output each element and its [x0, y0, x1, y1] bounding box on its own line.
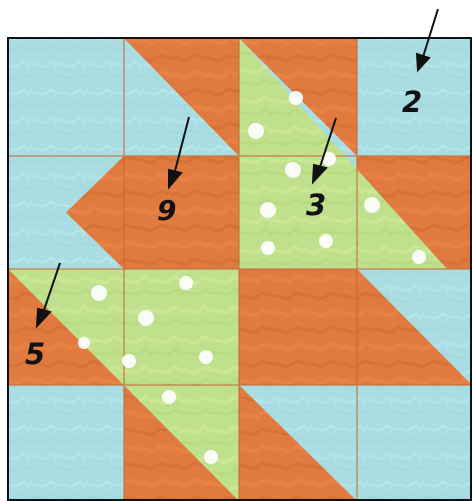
piece-label-9: 9 — [157, 194, 176, 227]
polka-dot — [412, 250, 426, 264]
polka-dot — [364, 197, 380, 213]
polka-dot — [319, 234, 333, 248]
polka-dot — [199, 350, 213, 364]
piece-label-5: 5 — [25, 337, 45, 371]
polka-dot — [248, 123, 264, 139]
polka-dot — [261, 241, 275, 255]
polka-dot — [78, 337, 90, 349]
polka-dot — [289, 91, 303, 105]
piece-label-3: 3 — [306, 188, 326, 222]
polka-dot — [138, 310, 154, 326]
polka-dot — [204, 450, 218, 464]
polka-dot — [260, 202, 276, 218]
polka-dot — [122, 354, 136, 368]
polka-dot — [179, 276, 193, 290]
piece-label-2: 2 — [402, 85, 422, 119]
polka-dot — [285, 162, 301, 178]
polka-dot — [162, 390, 176, 404]
polka-dot — [91, 285, 107, 301]
